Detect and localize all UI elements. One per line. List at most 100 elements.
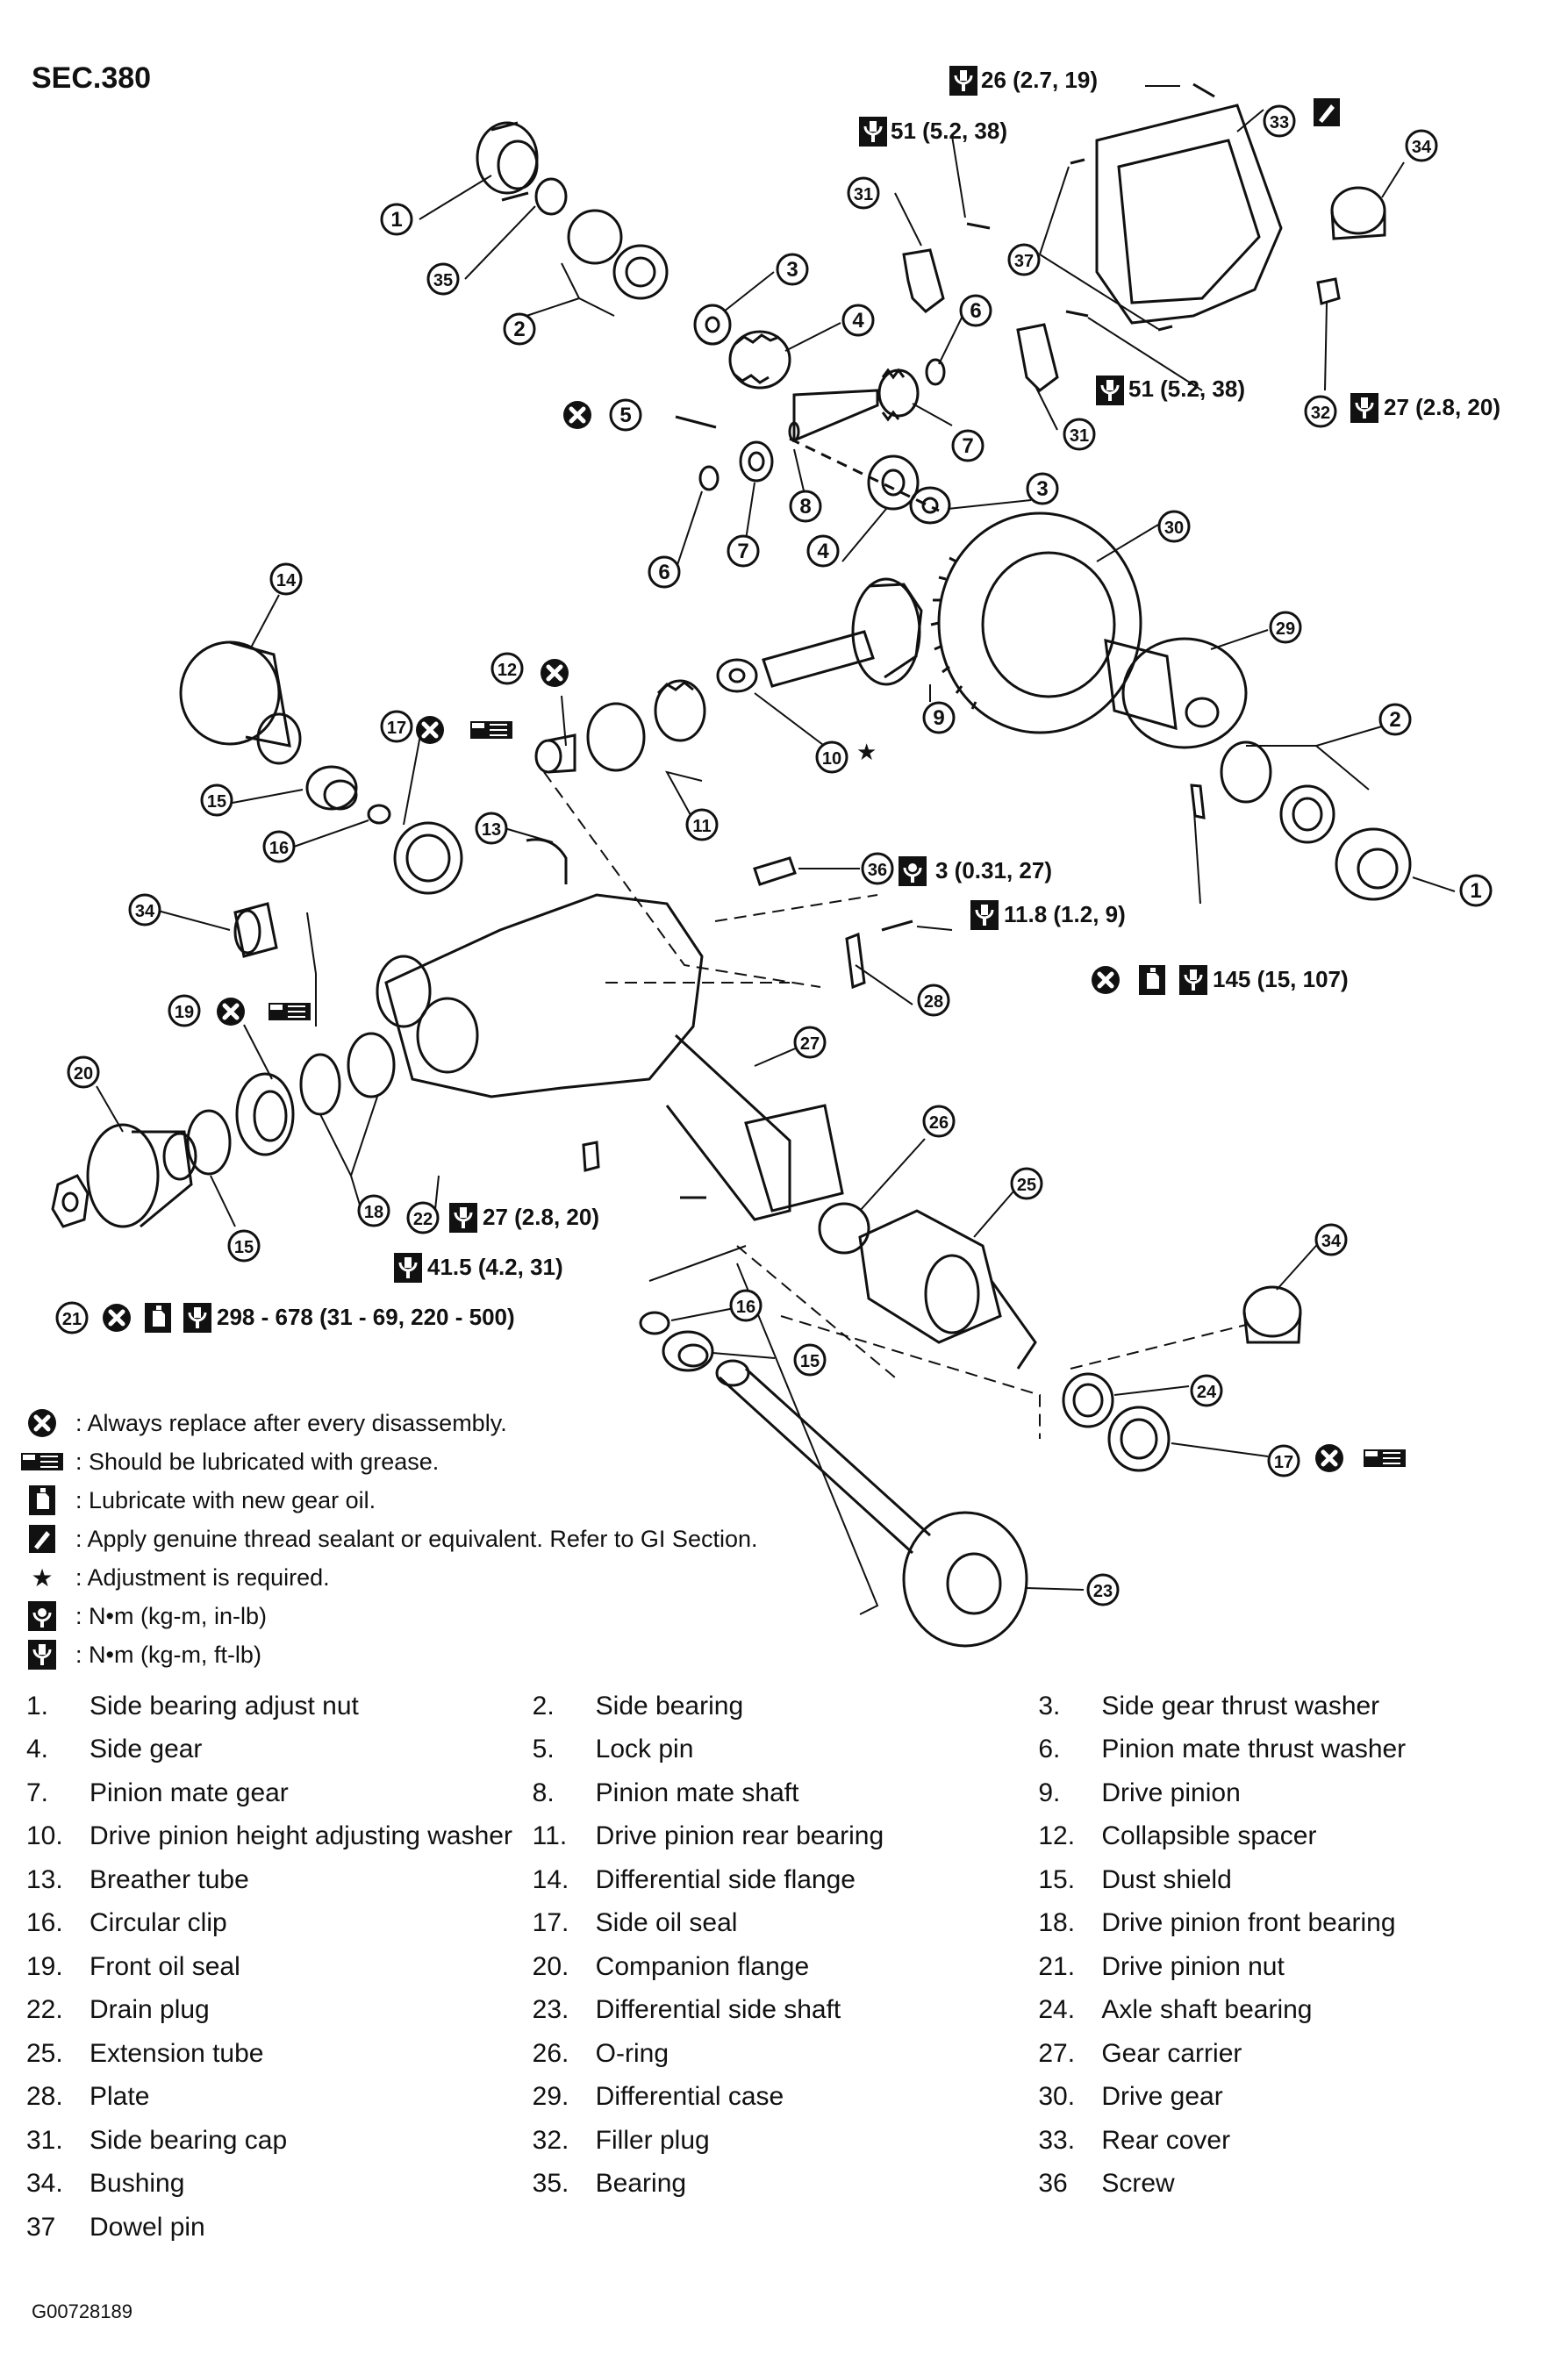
o-ring [818, 1202, 870, 1255]
callout-number: 5 [619, 404, 631, 427]
legend-row: : Lubricate with new gear oil. [16, 1481, 893, 1520]
part-item: 9. Drive pinion [1038, 1778, 1544, 1808]
bushing-right [1242, 1285, 1302, 1344]
callout-number: 14 [276, 571, 297, 590]
part-item: 25.Extension tube [26, 2039, 533, 2069]
callout-number: 15 [234, 1238, 254, 1257]
part-item: 15.Dust shield [1038, 1865, 1544, 1895]
legend-row: : N•m (kg-m, ft-lb) [16, 1635, 893, 1674]
part-name: Drive pinion [1101, 1778, 1241, 1807]
callout-number: 13 [482, 820, 501, 840]
grease-icon [469, 720, 513, 740]
lock-pin [675, 415, 717, 429]
part-number: 9. [1038, 1778, 1061, 1807]
part-item: 26.O-ring [533, 2039, 1039, 2069]
side-gear-thrust-washer-upper [693, 304, 732, 346]
callout-34: 34 [1314, 1223, 1348, 1256]
part-number: 29. [532, 2082, 569, 2112]
callout-number: 34 [135, 902, 155, 921]
torque-ftlb-icon [857, 115, 889, 148]
part-item: 33.Rear cover [1038, 2126, 1544, 2156]
front-oil-seal [235, 1072, 295, 1156]
callout-number: 6 [658, 561, 669, 584]
breather-tube [526, 838, 568, 884]
callout-1: 1 [380, 203, 413, 236]
differential-case [1104, 637, 1248, 749]
callout-5: 5 [609, 398, 642, 432]
torque-ftlb-icon [1094, 374, 1126, 407]
callout-30: 30 [1157, 510, 1191, 543]
part-item: 34.Bushing [26, 2169, 533, 2199]
legend-text: : Always replace after every disassembly… [75, 1409, 507, 1436]
part-item: 23.Differential side shaft [533, 1995, 1039, 2025]
callout-number: 1 [1470, 879, 1481, 903]
drain-plug [582, 1141, 600, 1172]
part-item: 27.Gear carrier [1038, 2039, 1544, 2069]
part-name: Lock pin [595, 1735, 694, 1764]
part-item: 35.Bearing [533, 2169, 1039, 2199]
callout-23: 23 [1086, 1573, 1120, 1606]
part-item: 7.Pinion mate gear [26, 1778, 533, 1808]
callout-number: 3 [786, 258, 798, 282]
callout-number: 15 [800, 1352, 820, 1371]
part-number: 34. [26, 2169, 63, 2199]
grease-icon [16, 1444, 68, 1479]
part-name: Side gear thrust washer [1101, 1691, 1380, 1721]
side-bearing-cap-lower [1016, 323, 1059, 392]
callout-number: 16 [736, 1298, 755, 1317]
callout-number: 32 [1311, 404, 1330, 423]
callout-number: 17 [387, 719, 406, 738]
callout-9: 9 [922, 701, 956, 734]
torque-spec: 3 (0.31, 27) [935, 857, 1052, 884]
callout-7: 7 [727, 534, 760, 568]
part-item: 17.Side oil seal [533, 1908, 1039, 1938]
callout-number: 29 [1276, 619, 1295, 639]
part-name: Companion flange [595, 1951, 810, 1981]
collapsible-spacer [534, 733, 576, 774]
callout-6: 6 [959, 294, 992, 327]
replace-icon [563, 401, 591, 429]
part-name: Pinion mate shaft [595, 1778, 799, 1807]
dust-shield-lower [662, 1330, 714, 1372]
part-item: 12.Collapsible spacer [1038, 1821, 1544, 1851]
differential-side-flange [179, 640, 302, 765]
differential-side-shaft [715, 1359, 1028, 1648]
legend-row: : Always replace after every disassembly… [16, 1404, 893, 1442]
part-name: Filler plug [595, 2125, 710, 2155]
part-number: 12. [1038, 1821, 1076, 1851]
dust-shield-left [305, 765, 358, 811]
callout-number: 15 [207, 792, 226, 812]
torque-ftlb-icon [447, 1201, 479, 1234]
part-name: Side gear [89, 1735, 203, 1764]
drive-pinion-rear-bearing [586, 679, 706, 772]
part-number: 26. [532, 2038, 569, 2068]
part-number: 37 [26, 2212, 56, 2242]
legend-text: : N•m (kg-m, ft-lb) [75, 1641, 261, 1668]
side-bearing-adjust-nut-right [1335, 827, 1412, 901]
part-number: 32. [532, 2125, 569, 2155]
part-item: 22.Drain plug [26, 1995, 533, 2025]
pinion-mate-thrust-washer-lower [698, 465, 720, 491]
part-number: 25. [26, 2038, 63, 2068]
plate-28 [845, 932, 866, 990]
callout-18: 18 [357, 1194, 390, 1227]
torque-inlb-icon [897, 855, 928, 888]
pinion-mate-shaft [788, 389, 879, 443]
callout-15: 15 [793, 1343, 827, 1377]
pinion-mate-gear-upper [877, 368, 920, 422]
part-number: 13. [26, 1864, 63, 1894]
part-number: 33. [1038, 2125, 1076, 2155]
part-name: Differential side shaft [595, 1995, 841, 2025]
part-number: 18. [1038, 1908, 1076, 1938]
side-bearing-cap-upper [902, 248, 945, 313]
